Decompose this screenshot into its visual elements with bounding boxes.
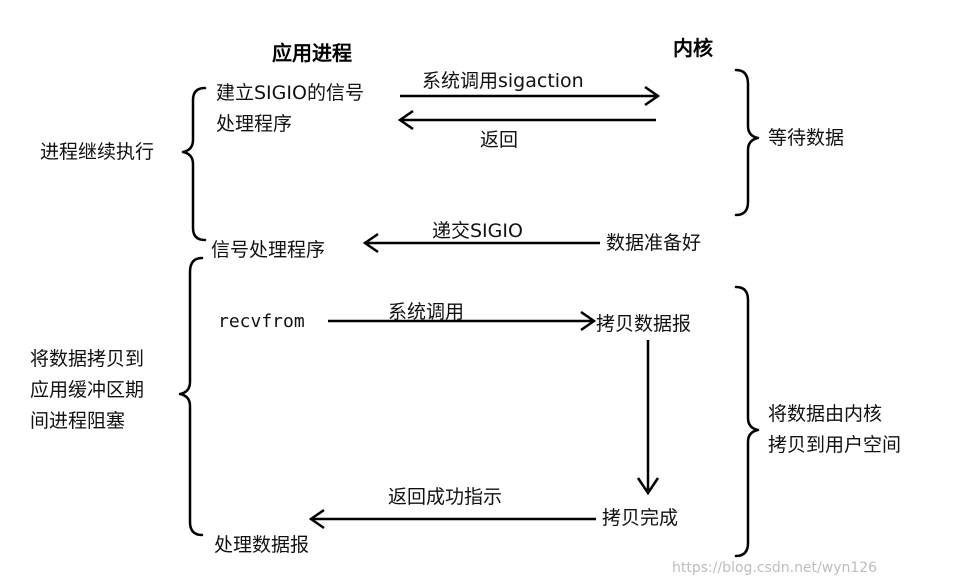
- copy-label-line1: 将数据由内核: [768, 403, 882, 425]
- blocked-label-line1: 将数据拷贝到: [30, 348, 144, 370]
- syscall-label: 系统调用: [388, 301, 464, 323]
- sigaction-arrow: [400, 85, 661, 107]
- signal-handler-step: 信号处理程序: [211, 239, 325, 261]
- process-datagram-step: 处理数据报: [214, 534, 309, 556]
- deliver-sigio-arrow: [362, 232, 600, 254]
- sigaction-label: 系统调用sigaction: [422, 70, 584, 92]
- blocked-label-line3: 间进程阻塞: [30, 410, 125, 432]
- left-brace-continue: [181, 86, 207, 242]
- watermark: https://blog.csdn.net/wyn126: [672, 560, 877, 576]
- right-brace-copy: [734, 285, 760, 558]
- setup-handler-line1: 建立SIGIO的信号: [216, 82, 364, 104]
- app-process-header: 应用进程: [272, 41, 352, 65]
- copy-datagram-step: 拷贝数据报: [596, 313, 691, 335]
- copy-label-line2: 拷贝到用户空间: [768, 434, 901, 456]
- setup-handler-line2: 处理程序: [216, 113, 292, 135]
- recvfrom-step: recvfrom: [218, 311, 305, 332]
- right-brace-wait: [734, 68, 760, 217]
- return-success-label: 返回成功指示: [388, 486, 502, 508]
- kernel-header: 内核: [673, 36, 713, 60]
- return-arrow: [397, 109, 656, 131]
- copy-down-arrow: [636, 340, 660, 496]
- syscall-arrow: [328, 310, 597, 332]
- blocked-label-line2: 应用缓冲区期: [30, 379, 144, 401]
- continue-label: 进程继续执行: [40, 141, 154, 163]
- wait-data-label: 等待数据: [768, 127, 844, 149]
- return-success-arrow: [308, 508, 596, 530]
- deliver-sigio-label: 递交SIGIO: [432, 220, 523, 242]
- data-ready-step: 数据准备好: [606, 232, 701, 254]
- left-brace-blocked: [178, 256, 204, 537]
- return-label: 返回: [480, 129, 518, 151]
- copy-done-step: 拷贝完成: [602, 507, 678, 529]
